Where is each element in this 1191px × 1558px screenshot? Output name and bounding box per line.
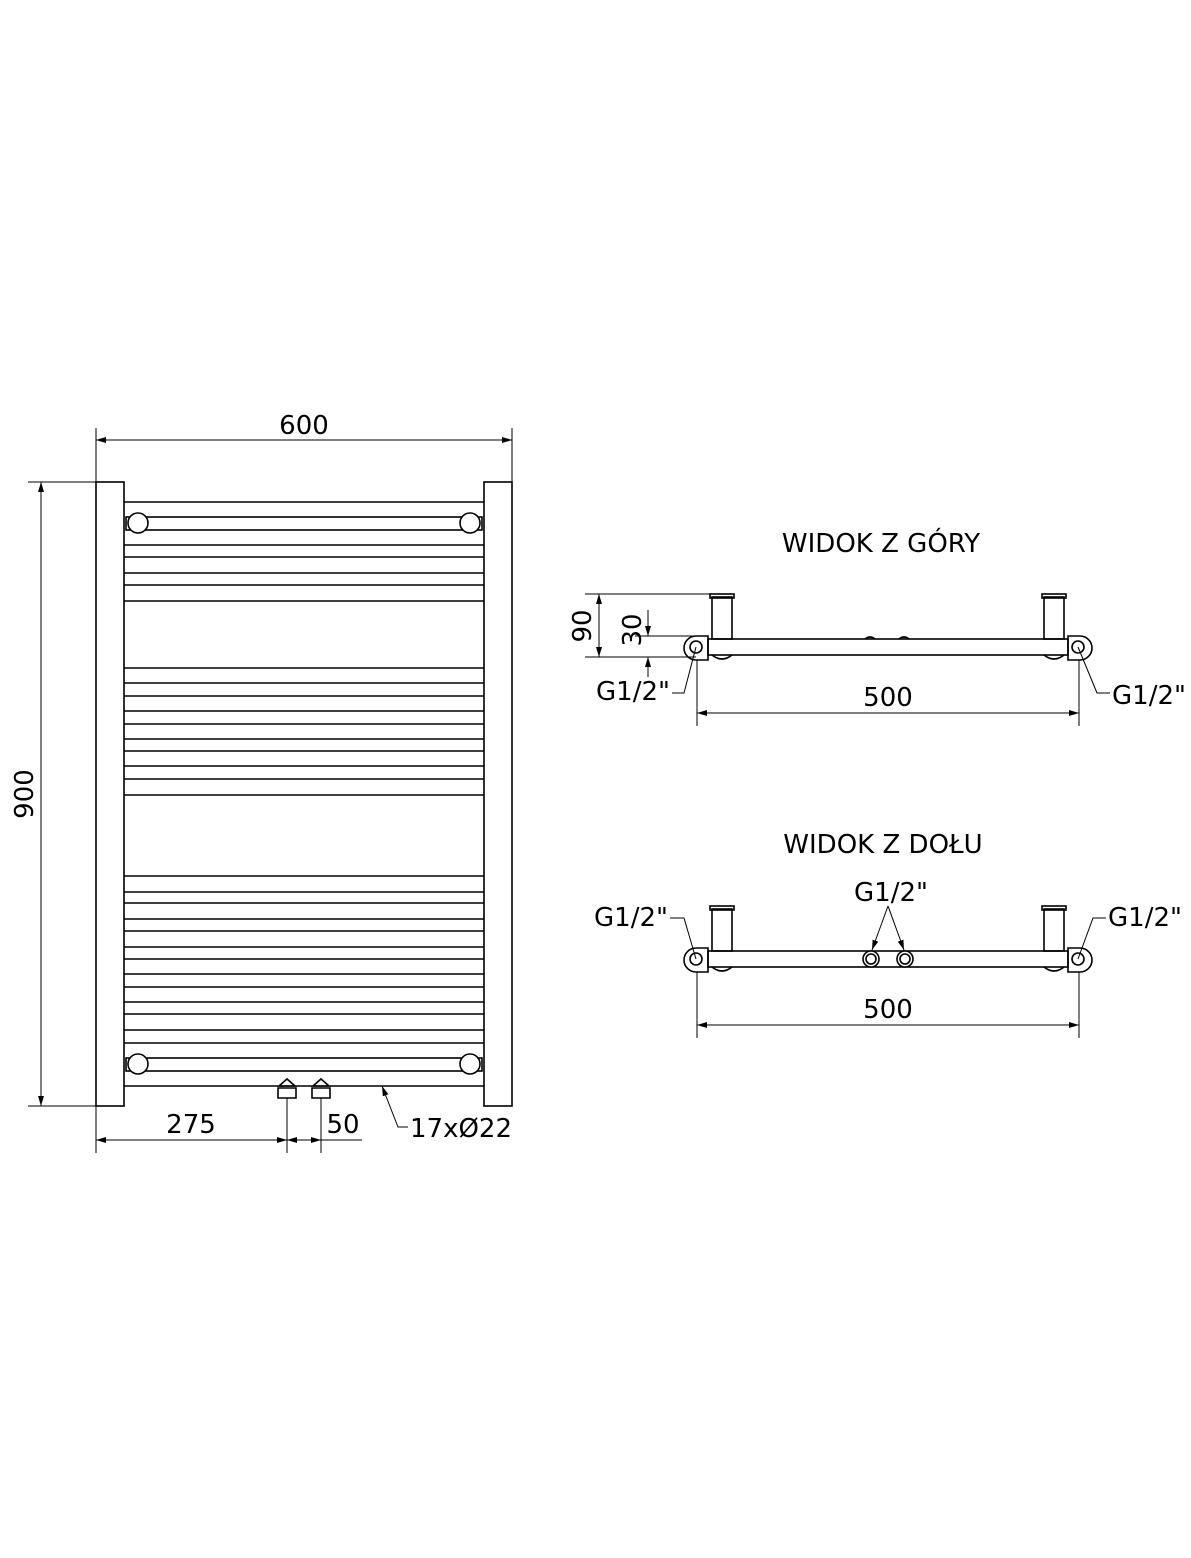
- top-view-rail: [707, 638, 1069, 656]
- connector-offset-dimension: 275 50: [95, 1098, 362, 1153]
- offset-label: 275: [166, 1110, 216, 1140]
- front-view: 600 900 275 50 17xØ22: [10, 411, 513, 1153]
- top-towel-rail: [125, 512, 483, 534]
- width-label: 600: [279, 411, 329, 441]
- bottom-view-rail: [707, 950, 1069, 968]
- right-connection-label: G1/2": [1108, 903, 1182, 933]
- heating-bars: [124, 501, 484, 1087]
- top-view: WIDOK Z GÓRY 90 30 G1/2" G1/2" 500: [568, 527, 1186, 726]
- left-connection-label: G1/2": [594, 903, 668, 933]
- rail-end-cap: [459, 1053, 481, 1075]
- right-column: [483, 481, 513, 1107]
- width-dimension: 600: [95, 411, 513, 482]
- height-label: 900: [10, 769, 40, 819]
- center-connection-label: G1/2": [854, 878, 928, 908]
- rail-end-cap: [459, 512, 481, 534]
- spacing-label: 50: [326, 1110, 359, 1140]
- rail-end-cap: [127, 1053, 149, 1075]
- rail-end-cap: [127, 512, 149, 534]
- left-column: [95, 481, 125, 1107]
- spacing-label: 500: [863, 995, 913, 1025]
- tube-label: 17xØ22: [410, 1114, 512, 1144]
- bottom-view-title: WIDOK Z DOŁU: [783, 830, 982, 860]
- height-dimension: 900: [10, 481, 96, 1107]
- bottom-view: WIDOK Z DOŁU G1/2" G1/2" G1/2" 500: [594, 830, 1182, 1038]
- right-connection-label: G1/2": [1112, 681, 1186, 711]
- offset-label: 30: [618, 613, 648, 646]
- tube-leader: 17xØ22: [381, 1085, 512, 1144]
- left-connection-label: G1/2": [596, 677, 670, 707]
- spacing-label: 500: [863, 683, 913, 713]
- bottom-connectors: [276, 1077, 332, 1099]
- bottom-towel-rail: [125, 1053, 483, 1075]
- depth-label: 90: [568, 609, 598, 642]
- top-view-title: WIDOK Z GÓRY: [782, 527, 980, 559]
